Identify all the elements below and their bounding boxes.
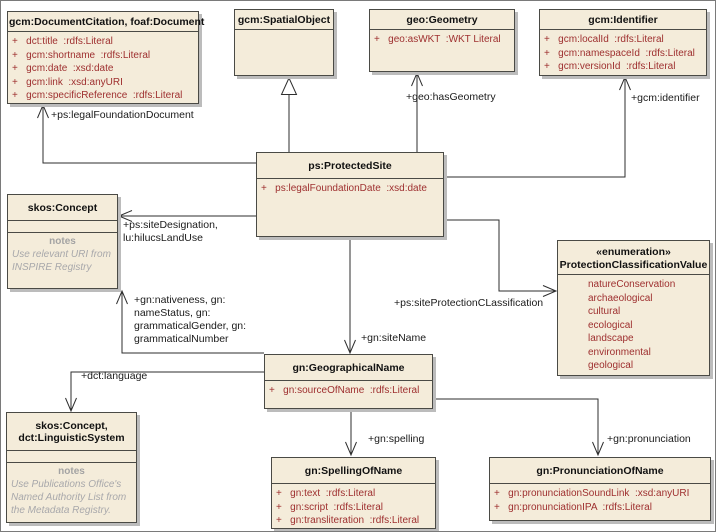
open-arrowhead-icon <box>592 441 604 457</box>
enum-value: landscape <box>588 333 634 344</box>
class-title: gn:PronunciationOfName <box>536 465 664 477</box>
connector-label-legal-foundation-document: +ps:legalFoundationDocument <box>51 109 194 121</box>
open-arrowhead-icon <box>345 441 357 457</box>
connector-label-pronunciation: +gn:pronunciation <box>607 433 691 445</box>
class-box-identifier[interactable]: gcm:Identifier + gcm:localId :rdfs:Liter… <box>539 9 707 76</box>
attribute-row: + gn:text :rdfs:Literal <box>276 488 376 499</box>
connector-nativeness <box>116 289 264 354</box>
class-box-protected-site[interactable]: ps:ProtectedSite + ps:legalFoundationDat… <box>256 152 444 237</box>
connector-site-designation <box>117 210 256 222</box>
class-box-geographical-name[interactable]: gn:GeographicalName + gn:sourceOfName :r… <box>264 354 433 409</box>
connector-spelling <box>345 409 357 457</box>
connector-label-language: +dct:language <box>81 370 148 382</box>
attribute-row: + gn:script :rdfs:Literal <box>276 501 383 513</box>
enum-value: cultural <box>588 306 621 317</box>
connector-legal-foundation-document <box>37 103 256 164</box>
notes-label: notes <box>49 236 76 247</box>
notes-compartment: notes Use Publications Office's Named Au… <box>7 462 136 522</box>
connector-label-site-name: +gn:siteName <box>361 332 427 344</box>
generalization-arrowhead-icon <box>280 76 298 95</box>
connector-pronunciation <box>433 398 604 457</box>
connector-identifier <box>444 75 631 178</box>
connector-label-nativeness: +gn:nativeness, gn: nameStatus, gn: gram… <box>134 294 247 345</box>
connector-site-name <box>344 237 356 355</box>
enum-value: geological <box>588 360 634 371</box>
connector-label-site-protection-classification: +ps:siteProtectionCLassification <box>394 297 544 309</box>
attribute-row: + gcm:versionId :rdfs:Literal <box>544 61 676 72</box>
class-box-geometry[interactable]: geo:Geometry + geo:asWKT :WKT Literal <box>369 9 515 72</box>
open-arrowhead-icon <box>344 339 356 355</box>
connector-generalization-spatialobject <box>280 76 298 152</box>
class-title: gn:GeographicalName <box>292 362 405 374</box>
attribute-row: + gn:sourceOfName :rdfs:Literal <box>269 385 420 396</box>
class-title: skos:Concept <box>27 202 98 214</box>
class-box-spatial-object[interactable]: gcm:SpatialObject <box>234 9 334 76</box>
class-title: gn:SpellingOfName <box>304 465 403 477</box>
connector-has-geometry <box>411 71 423 152</box>
empty-attribute-compartment <box>8 220 117 232</box>
open-arrowhead-icon <box>65 397 77 413</box>
attribute-row: + gcm:link :xsd:anyURI <box>12 76 123 88</box>
class-box-spelling-of-name[interactable]: gn:SpellingOfName + gn:text :rdfs:Litera… <box>271 457 436 529</box>
attribute-row: + gn:pronunciationSoundLink :xsd:anyURI <box>494 488 690 499</box>
attribute-row: + dct:title :rdfs:Literal <box>12 36 113 47</box>
open-arrowhead-icon <box>619 75 631 91</box>
notes-label: notes <box>58 466 85 477</box>
attribute-row: + gn:transliteration :rdfs:Literal <box>276 515 420 526</box>
class-title: geo:Geometry <box>406 14 478 26</box>
attribute-row: + ps:legalFoundationDate :xsd:date <box>261 183 427 194</box>
attribute-row: + gn:pronunciationIPA :rdfs:Literal <box>494 501 652 513</box>
attribute-row: + gcm:shortname :rdfs:Literal <box>12 49 151 61</box>
class-title: gcm:DocumentCitation, foaf:Document <box>9 16 205 28</box>
connector-site-protection-classification <box>444 219 558 297</box>
enum-value: environmental <box>588 346 651 358</box>
enum-value: ecological <box>588 319 633 331</box>
empty-attribute-compartment <box>7 450 136 462</box>
attribute-row: + gcm:date :xsd:date <box>12 63 114 74</box>
stereotype-label: «enumeration» <box>596 246 671 258</box>
enum-value: archaeological <box>588 292 653 304</box>
open-arrowhead-icon <box>117 210 133 222</box>
class-box-protection-classification-enum[interactable]: «enumeration» ProtectionClassificationVa… <box>557 240 710 376</box>
notes-text: Use relevant URI from INSPIRE Registry <box>12 249 111 273</box>
attribute-row: + gcm:specificReference :rdfs:Literal <box>12 90 183 101</box>
class-title: skos:Concept, dct:LinguisticSystem <box>18 420 125 444</box>
enum-value: natureConservation <box>588 279 676 290</box>
class-title: gcm:SpatialObject <box>237 14 331 26</box>
class-box-linguistic-system[interactable]: skos:Concept, dct:LinguisticSystem notes… <box>6 412 137 523</box>
connector-label-site-designation: +ps:siteDesignation, lu:hilucsLandUse <box>123 219 218 244</box>
class-title: gcm:Identifier <box>588 14 658 26</box>
connector-label-spelling: +gn:spelling <box>368 433 425 445</box>
class-title: ps:ProtectedSite <box>308 160 392 172</box>
class-title: ProtectionClassificationValue <box>559 259 708 271</box>
empty-attribute-compartment <box>235 29 333 75</box>
notes-compartment: notes Use relevant URI from INSPIRE Regi… <box>8 232 117 288</box>
class-box-pronunciation-of-name[interactable]: gn:PronunciationOfName + gn:pronunciatio… <box>489 457 711 521</box>
notes-text: Use Publications Office's Named Authorit… <box>11 479 127 516</box>
open-arrowhead-icon <box>411 71 423 87</box>
attribute-row: + gcm:localId :rdfs:Literal <box>544 34 664 45</box>
attribute-row: + geo:asWKT :WKT Literal <box>374 34 501 45</box>
connector-label-has-geometry: +geo:hasGeometry <box>406 91 496 103</box>
connector-label-identifier: +gcm:identifier <box>631 92 700 104</box>
class-box-document-citation[interactable]: gcm:DocumentCitation, foaf:Document + dc… <box>7 11 205 104</box>
open-arrowhead-icon <box>542 285 558 297</box>
connector-language <box>65 371 264 413</box>
open-arrowhead-icon <box>37 103 49 119</box>
attribute-row: + gcm:namespaceId :rdfs:Literal <box>544 47 695 59</box>
class-box-skos-concept[interactable]: skos:Concept notes Use relevant URI from… <box>7 194 118 289</box>
open-arrowhead-icon <box>116 289 128 305</box>
